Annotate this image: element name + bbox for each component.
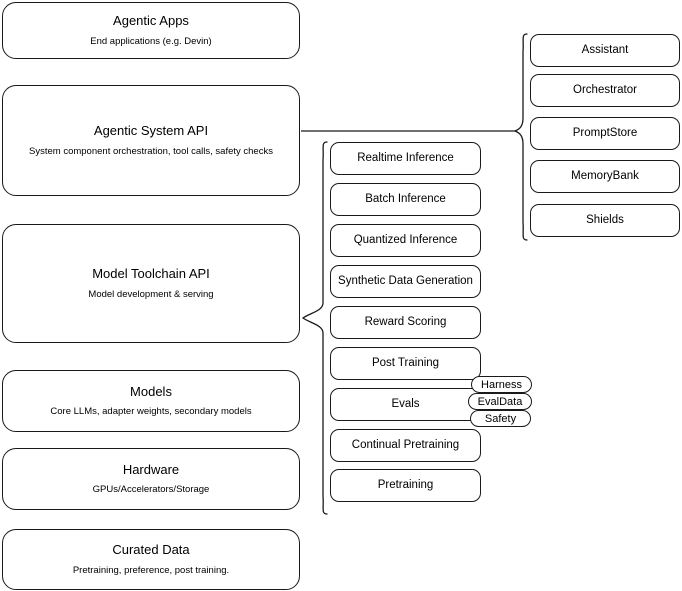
layer-title: Models [130,383,172,399]
system-item-label: Shields [586,214,624,227]
toolchain-item-pretraining[interactable]: Pretraining [330,469,481,502]
toolchain-item-continual-pretraining[interactable]: Continual Pretraining [330,429,481,462]
layer-subtitle: Core LLMs, adapter weights, secondary mo… [50,406,252,418]
layer-subtitle: Pretraining, preference, post training. [72,564,230,576]
evals-badge-harness[interactable]: Harness [471,376,532,393]
layer-curated-data[interactable]: Curated Data Pretraining, preference, po… [2,529,300,590]
system-item-label: MemoryBank [571,170,639,183]
layer-title: Model Toolchain API [92,266,210,282]
toolchain-item-synthetic-data-generation[interactable]: Synthetic Data Generation [330,265,481,298]
toolchain-item-label: Reward Scoring [364,316,447,329]
toolchain-item-label: Batch Inference [365,193,446,206]
evals-badge-label: Harness [481,378,522,391]
brace-toolchain-components [301,141,328,515]
system-item-assistant[interactable]: Assistant [530,34,680,67]
evals-badge-label: EvalData [477,395,523,408]
toolchain-item-post-training[interactable]: Post Training [330,347,481,380]
toolchain-item-batch-inference[interactable]: Batch Inference [330,183,481,216]
system-item-orchestrator[interactable]: Orchestrator [530,74,680,107]
layer-agentic-apps[interactable]: Agentic Apps End applications (e.g. Devi… [2,2,300,59]
layer-title: Hardware [122,461,180,477]
layer-model-toolchain-api[interactable]: Model Toolchain API Model development & … [2,224,300,343]
system-item-label: PromptStore [572,127,638,140]
toolchain-item-label: Quantized Inference [353,234,458,247]
layer-subtitle: End applications (e.g. Devin) [90,35,212,47]
toolchain-item-label: Pretraining [377,479,434,492]
toolchain-item-reward-scoring[interactable]: Reward Scoring [330,306,481,339]
system-item-label: Orchestrator [573,84,637,97]
layer-agentic-system-api[interactable]: Agentic System API System component orch… [2,85,300,196]
system-item-memorybank[interactable]: MemoryBank [530,160,680,193]
layer-subtitle: Model development & serving [88,288,214,300]
toolchain-item-label: Evals [391,398,420,411]
toolchain-item-label: Realtime Inference [357,152,454,165]
layer-subtitle: GPUs/Accelerators/Storage [92,484,210,496]
brace-system-components [513,33,528,241]
layer-title: Curated Data [112,542,190,558]
layer-title: Agentic System API [93,123,209,139]
system-item-promptstore[interactable]: PromptStore [530,117,680,150]
layer-title: Agentic Apps [113,13,189,29]
evals-badge-evaldata[interactable]: EvalData [468,393,532,410]
toolchain-item-label: Post Training [371,357,440,370]
layer-subtitle: System component orchestration, tool cal… [29,145,273,157]
evals-badge-safety[interactable]: Safety [470,410,531,427]
toolchain-item-evals[interactable]: Evals [330,388,481,421]
system-item-shields[interactable]: Shields [530,204,680,237]
toolchain-item-realtime-inference[interactable]: Realtime Inference [330,142,481,175]
layer-models[interactable]: Models Core LLMs, adapter weights, secon… [2,370,300,432]
system-item-label: Assistant [581,44,629,57]
toolchain-item-label: Continual Pretraining [351,439,460,452]
evals-badge-label: Safety [484,412,517,425]
toolchain-item-label: Synthetic Data Generation [338,275,473,288]
toolchain-item-quantized-inference[interactable]: Quantized Inference [330,224,481,257]
layer-hardware[interactable]: Hardware GPUs/Accelerators/Storage [2,448,300,510]
